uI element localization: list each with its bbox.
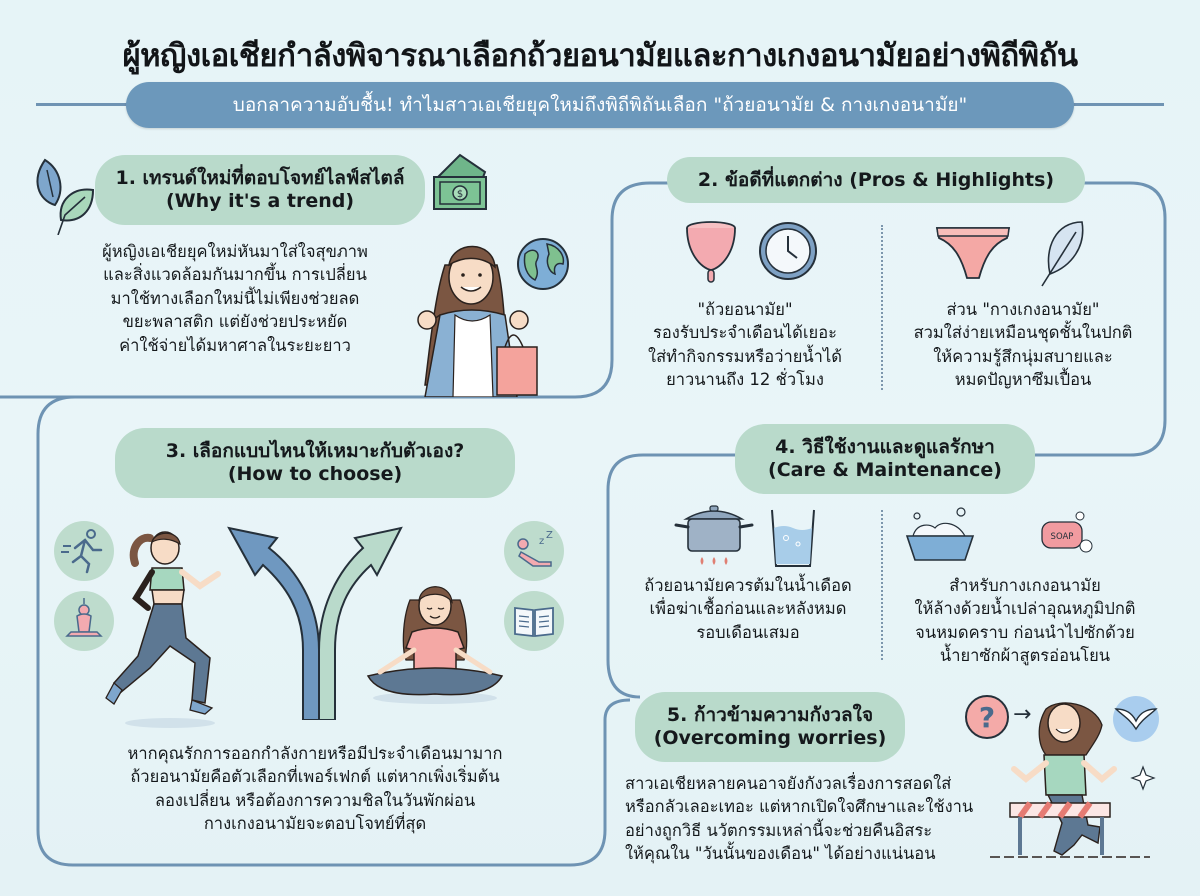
section-4-heading: 4. วิธีใช้งานและดูแลรักษา (Care & Mainte… [735, 424, 1035, 494]
divider-right [1064, 103, 1164, 106]
svg-text:Z: Z [546, 530, 553, 541]
book-icon [504, 591, 564, 651]
section-1-heading-th: 1. เทรนด์ใหม่ที่ตอบโจทย์ไลฟ์สไตล์ [115, 167, 405, 190]
section-3-body: หากคุณรักการออกกำลังกายหรือมีประจำเดือนม… [127, 744, 503, 834]
running-icon [54, 521, 114, 581]
question-icon: ? [965, 695, 1009, 739]
column-divider [881, 510, 883, 660]
water-glass-icon [771, 509, 815, 567]
section-1-body: ผู้หญิงเอเชียยุคใหม่หันมาใส่ใจสุขภาพ และ… [102, 242, 368, 355]
section-5-heading-en: (Overcoming worries) [653, 727, 887, 749]
section-5-heading-th: 5. ก้าวข้ามความกังวลใจ [666, 704, 874, 727]
section-4-heading-en: (Care & Maintenance) [768, 459, 1002, 481]
underwear-pros-text: ส่วน "กางเกงอนามัย" สวมใส่ง่ายเหมือนชุดช… [913, 300, 1133, 390]
leaf-icon [36, 158, 95, 235]
wash-basin-icon [905, 507, 975, 561]
section-4-heading-th: 4. วิธีใช้งานและดูแลรักษา [775, 436, 995, 459]
fork-arrow-icon [227, 526, 403, 720]
section-1-heading-en: (Why it's a trend) [165, 190, 355, 212]
section-3-heading: 3. เลือกแบบไหนให้เหมาะกับตัวเอง? (How to… [115, 428, 515, 498]
runner-illustration [105, 531, 221, 728]
section-2-heading: 2. ข้อดีที่แตกต่าง (Pros & Highlights) [667, 157, 1085, 203]
section-5-heading: 5. ก้าวข้ามความกังวลใจ (Overcoming worri… [635, 692, 905, 762]
boiling-pot-icon [674, 505, 754, 565]
svg-text:z: z [539, 536, 544, 547]
clock-icon [759, 222, 817, 280]
money-icon: $ [433, 153, 487, 210]
meditation-illustration [366, 586, 504, 704]
yoga-icon [54, 591, 114, 651]
menstrual-cup-icon [686, 221, 736, 283]
sleeping-icon: z Z [504, 521, 564, 581]
divider-left [36, 103, 136, 106]
wings-icon [1113, 696, 1159, 742]
cup-pros-text: "ถ้วยอนามัย" รองรับประจำเดือนได้เยอะ ใส่… [648, 300, 842, 390]
soap-icon: SOAP [1041, 511, 1093, 553]
feather-icon [1041, 221, 1084, 287]
cup-care-text: ถ้วยอนามัยควรต้มในน้ำเดือด เพื่อฆ่าเชื้อ… [644, 576, 852, 642]
woman-shopping-illustration [417, 245, 538, 397]
page-title: ผู้หญิงเอเชียกำลังพิจารณาเลือกถ้วยอนามัย… [122, 38, 1078, 74]
period-underwear-icon [935, 227, 1011, 279]
underwear-care-text: สำหรับกางเกงอนามัย ให้ล้างด้วยน้ำเปล่าอุ… [914, 576, 1136, 666]
section-5-body: สาวเอเชียหลายคนอาจยังกังวลเรื่องการสอดใส… [625, 774, 974, 864]
subtitle-banner: บอกลาความอับชื้น! ทำไมสาวเอเชียยุคใหม่ถึ… [126, 82, 1074, 128]
hurdle-jump-illustration [990, 702, 1156, 858]
globe-icon [517, 238, 569, 290]
section-2-heading-text: 2. ข้อดีที่แตกต่าง (Pros & Highlights) [697, 168, 1055, 191]
section-1-heading: 1. เทรนด์ใหม่ที่ตอบโจทย์ไลฟ์สไตล์ (Why i… [95, 155, 425, 225]
section-3-heading-th: 3. เลือกแบบไหนให้เหมาะกับตัวเอง? [165, 440, 465, 463]
svg-text:$: $ [457, 189, 463, 200]
section-3-heading-en: (How to choose) [227, 463, 403, 485]
arrow-icon: → [1013, 702, 1032, 727]
soap-label: SOAP [1051, 532, 1074, 542]
column-divider [881, 225, 883, 390]
